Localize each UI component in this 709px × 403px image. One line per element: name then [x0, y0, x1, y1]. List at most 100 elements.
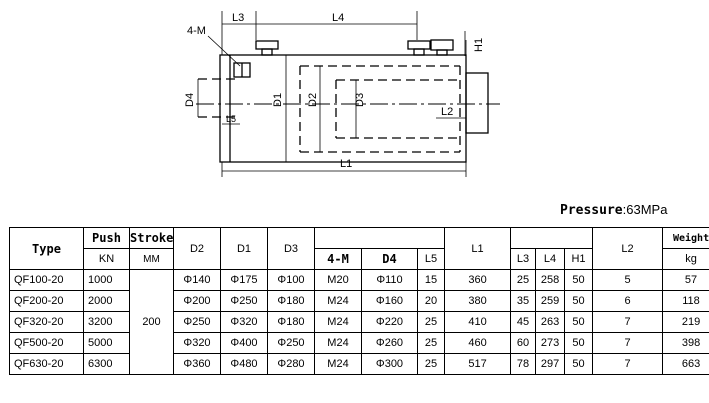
cell-l5: 15 [416, 269, 446, 291]
table-row: QF320-20 3200 Φ250 Φ320 Φ180 M24 Φ220 25… [9, 311, 709, 333]
cell-d1: Φ175 [220, 269, 268, 291]
mounting-bolt-left [255, 40, 279, 56]
cell-d4: Φ260 [361, 332, 418, 354]
cell-l3: 35 [510, 290, 537, 312]
pressure-label: Pressure [560, 203, 623, 218]
cell-push: 6300 [83, 353, 130, 375]
cell-type: QF500-20 [9, 332, 84, 354]
header-d4: D4 [361, 248, 418, 270]
cell-d4: Φ160 [361, 290, 418, 312]
cell-l4: 297 [535, 353, 566, 375]
cell-m: M20 [314, 269, 362, 291]
cell-type: QF100-20 [9, 269, 84, 291]
cell-l5: 20 [416, 290, 446, 312]
cell-l1: 360 [444, 269, 512, 291]
cell-m: M24 [314, 290, 362, 312]
cell-d3: Φ250 [267, 332, 315, 354]
header-d2: D2 [173, 227, 221, 270]
header-l5: L5 [416, 248, 446, 270]
cell-weight: 663 [662, 353, 709, 375]
header-weight-unit: kg [662, 248, 709, 270]
cell-d2: Φ140 [173, 269, 221, 291]
cell-l2: 7 [592, 353, 664, 375]
port-fitting [233, 62, 251, 78]
cell-l1: 380 [444, 290, 512, 312]
cell-d1: Φ400 [220, 332, 268, 354]
cell-weight: 118 [662, 290, 709, 312]
cell-push: 1000 [83, 269, 130, 291]
cell-l3: 45 [510, 311, 537, 333]
cell-d3: Φ180 [267, 311, 315, 333]
cell-l2: 7 [592, 311, 664, 333]
header-push: Push [83, 227, 130, 249]
header-l3: L3 [510, 248, 537, 270]
label-d1: D1 [272, 93, 284, 107]
cell-weight: 219 [662, 311, 709, 333]
cell-l2: 7 [592, 332, 664, 354]
header-blank-1 [313, 227, 446, 249]
cell-d2: Φ360 [173, 353, 221, 375]
cell-l5: 25 [416, 311, 446, 333]
cell-l5: 25 [416, 353, 446, 375]
header-l1: L1 [444, 227, 512, 270]
table-row: QF100-20 1000 200 Φ140 Φ175 Φ100 M20 Φ11… [9, 269, 709, 375]
label-l3: L3 [232, 12, 244, 24]
header-4m: 4-M [314, 248, 362, 270]
cell-l4: 263 [535, 311, 566, 333]
label-l2: L2 [441, 106, 453, 118]
label-l1: L1 [340, 158, 352, 170]
label-4m: 4-M [187, 25, 206, 37]
table-row: QF630-20 6300 Φ360 Φ480 Φ280 M24 Φ300 25… [9, 353, 709, 375]
header-weight: Weight [662, 227, 709, 249]
cell-d3: Φ180 [267, 290, 315, 312]
label-d4: D4 [184, 93, 196, 107]
header-row-1: Type Push Stroke D2 D1 D3 L1 L2 Weight [9, 227, 709, 270]
header-row-2: KN MM 4-M D4 L5 L3 L4 H1 kg [10, 248, 709, 270]
cell-l3: 60 [510, 332, 537, 354]
cylinder-body [219, 54, 467, 163]
cell-type: QF630-20 [9, 353, 84, 375]
cell-d3: Φ280 [267, 353, 315, 375]
cell-d2: Φ200 [173, 290, 221, 312]
cell-d4: Φ220 [361, 311, 418, 333]
cell-d2: Φ320 [173, 332, 221, 354]
cell-push: 5000 [83, 332, 130, 354]
bore-hidden-lines [198, 65, 461, 153]
cell-d1: Φ480 [220, 353, 268, 375]
cell-l5: 25 [416, 332, 446, 354]
header-h1: H1 [564, 248, 594, 270]
cell-weight: 57 [662, 269, 709, 291]
header-blank-2 [510, 227, 594, 249]
piston-rod [465, 72, 489, 134]
header-d3: D3 [267, 227, 315, 270]
cell-h1: 50 [564, 269, 594, 291]
cell-h1: 50 [564, 332, 594, 354]
cell-type: QF200-20 [9, 290, 84, 312]
label-d3: D3 [354, 93, 366, 107]
cell-type: QF320-20 [9, 311, 84, 333]
spec-table: Type Push Stroke D2 D1 D3 L1 L2 Weight K… [9, 227, 709, 375]
cell-l1: 410 [444, 311, 512, 333]
label-l5: L5 [226, 114, 236, 124]
cell-weight: 398 [662, 332, 709, 354]
cell-d4: Φ300 [361, 353, 418, 375]
label-h1: H1 [473, 38, 485, 52]
cell-m: M24 [314, 332, 362, 354]
cell-l3: 78 [510, 353, 537, 375]
label-d2: D2 [307, 93, 319, 107]
mounting-bolt-right [407, 39, 454, 56]
header-stroke-unit: MM [129, 248, 174, 270]
cell-m: M24 [314, 353, 362, 375]
cell-l1: 460 [444, 332, 512, 354]
cell-d1: Φ320 [220, 311, 268, 333]
cell-l2: 6 [592, 290, 664, 312]
cylinder-drawing: 4-M L3 L4 H1 D4 L5 D1 D2 D3 L2 L1 [184, 11, 500, 177]
cell-h1: 50 [564, 353, 594, 375]
cell-l3: 25 [510, 269, 537, 291]
header-type: Type [9, 227, 84, 270]
cell-d3: Φ100 [267, 269, 315, 291]
header-push-unit: KN [83, 248, 130, 270]
cell-l2: 5 [592, 269, 664, 291]
cell-push: 3200 [83, 311, 130, 333]
cell-stroke: 200 [129, 269, 174, 375]
